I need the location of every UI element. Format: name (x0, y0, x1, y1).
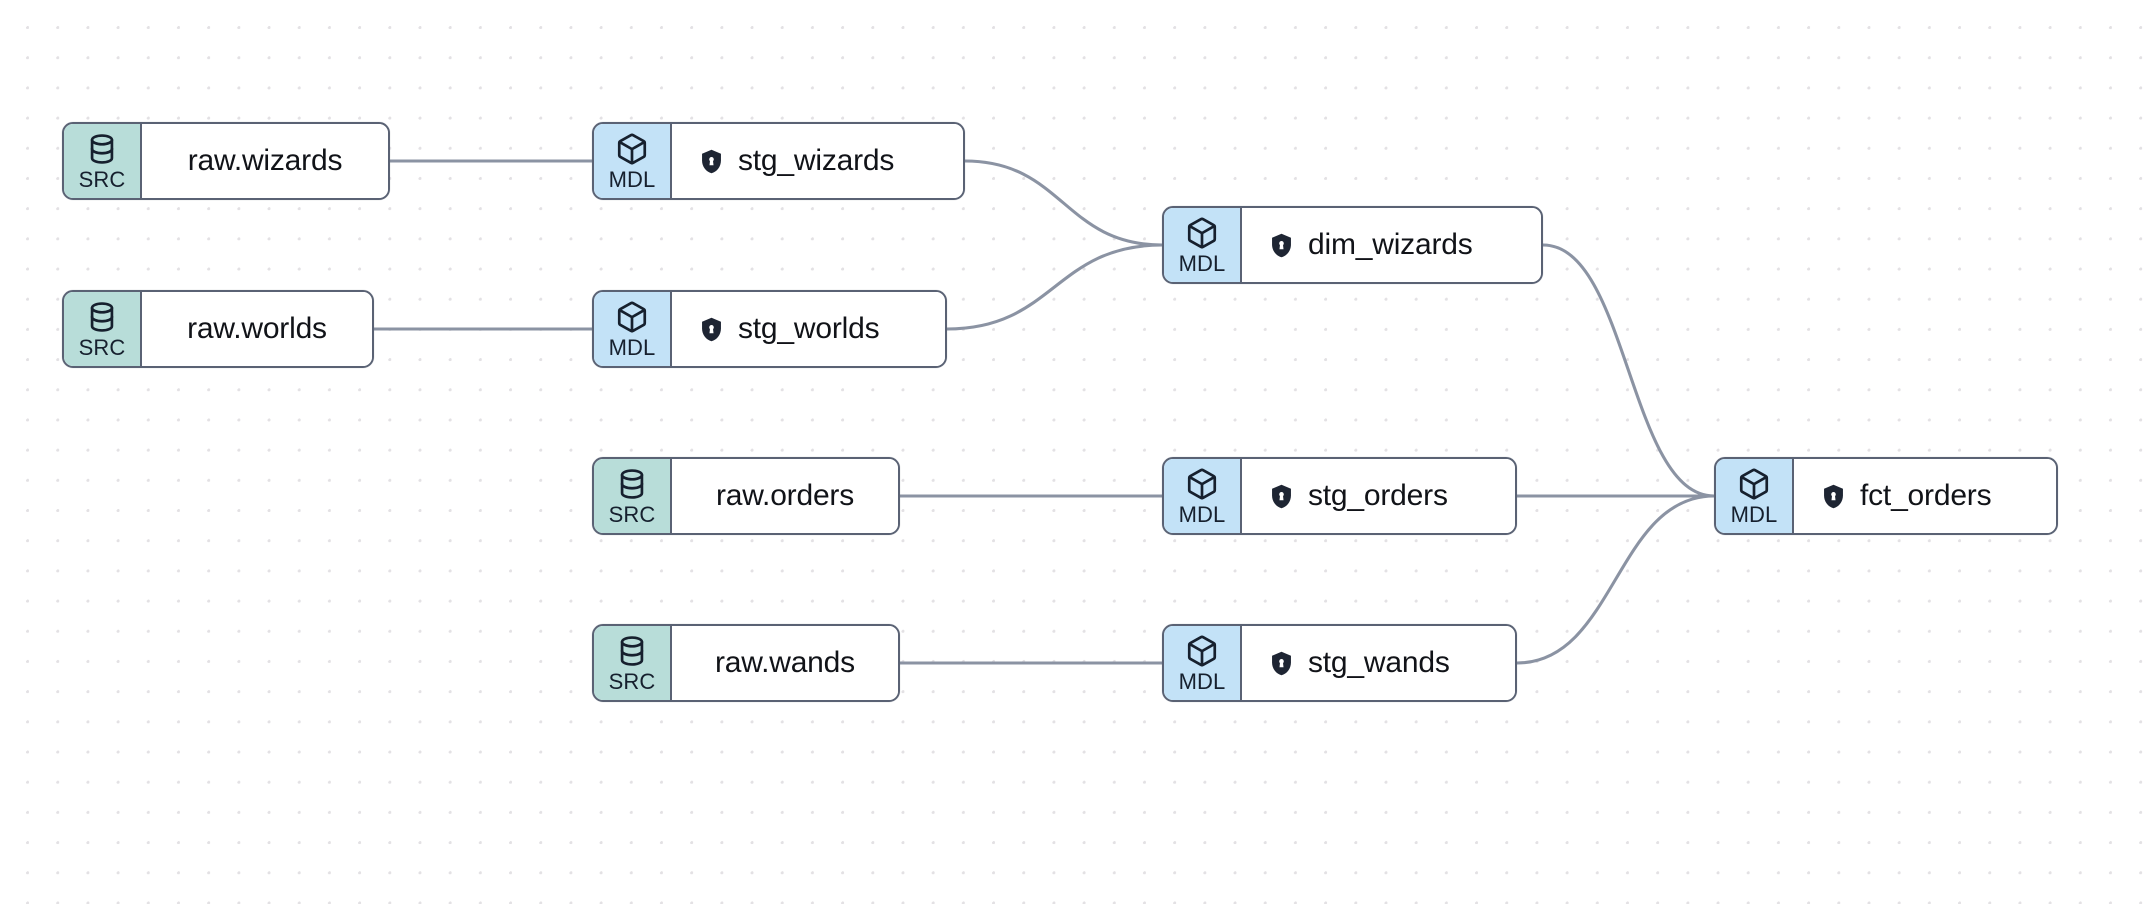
node-body[interactable]: stg_orders (1242, 459, 1515, 533)
node-type-badge: MDL (1164, 208, 1242, 282)
cube-icon (1185, 467, 1219, 501)
cube-icon (1185, 216, 1219, 250)
node-type-badge: MDL (1716, 459, 1794, 533)
shield-lock-icon (698, 316, 725, 343)
lineage-edge-stg_worlds-to-dim_wizards (945, 243, 1164, 331)
lineage-edge-dim_wizards-to-fct_orders (1541, 243, 1716, 498)
node-type-badge: MDL (594, 124, 672, 198)
lineage-node-stg_orders[interactable]: MDL stg_orders (1162, 457, 1517, 535)
node-type-badge: MDL (1164, 459, 1242, 533)
node-type-label: SRC (78, 334, 126, 360)
node-body[interactable]: raw.wands (672, 626, 898, 700)
node-type-badge: SRC (64, 124, 142, 198)
lineage-edge-stg_wands-to-fct_orders (1515, 494, 1716, 665)
node-body[interactable]: raw.wizards (142, 124, 388, 198)
cube-icon (1185, 634, 1219, 668)
lineage-node-stg_wizards[interactable]: MDL stg_wizards (592, 122, 965, 200)
node-type-label: SRC (608, 668, 656, 694)
lineage-node-stg_worlds[interactable]: MDL stg_worlds (592, 290, 947, 368)
cube-icon (615, 300, 649, 334)
node-body[interactable]: stg_wands (1242, 626, 1515, 700)
node-type-label: MDL (1178, 501, 1226, 527)
node-label: stg_worlds (738, 312, 880, 345)
node-type-label: SRC (608, 501, 656, 527)
lineage-node-raw_wizards[interactable]: SRC raw.wizards (62, 122, 390, 200)
node-label: raw.orders (715, 479, 855, 512)
node-body[interactable]: dim_wizards (1242, 208, 1541, 282)
lineage-node-dim_wizards[interactable]: MDL dim_wizards (1162, 206, 1543, 284)
node-label: fct_orders (1860, 479, 1992, 512)
node-label: stg_orders (1308, 479, 1448, 512)
node-type-badge: SRC (594, 626, 672, 700)
lineage-node-stg_wands[interactable]: MDL stg_wands (1162, 624, 1517, 702)
shield-lock-icon (1820, 483, 1847, 510)
lineage-node-raw_worlds[interactable]: SRC raw.worlds (62, 290, 374, 368)
node-type-badge: MDL (594, 292, 672, 366)
node-body[interactable]: stg_worlds (672, 292, 945, 366)
node-body[interactable]: raw.worlds (142, 292, 372, 366)
database-icon (85, 132, 119, 166)
cube-icon (1737, 467, 1771, 501)
node-type-label: MDL (1178, 668, 1226, 694)
node-type-label: MDL (608, 334, 656, 360)
node-body[interactable]: raw.orders (672, 459, 898, 533)
node-type-label: MDL (1730, 501, 1778, 527)
database-icon (85, 300, 119, 334)
node-label: raw.wizards (187, 144, 343, 177)
shield-lock-icon (1268, 232, 1295, 259)
lineage-node-fct_orders[interactable]: MDL fct_orders (1714, 457, 2058, 535)
node-type-badge: SRC (64, 292, 142, 366)
node-type-badge: SRC (594, 459, 672, 533)
shield-lock-icon (1268, 650, 1295, 677)
node-label: stg_wizards (738, 144, 895, 177)
cube-icon (615, 132, 649, 166)
node-type-label: SRC (78, 166, 126, 192)
node-body[interactable]: fct_orders (1794, 459, 2056, 533)
database-icon (615, 467, 649, 501)
node-label: stg_wands (1308, 646, 1450, 679)
node-label: dim_wizards (1308, 228, 1473, 261)
lineage-edge-stg_wizards-to-dim_wizards (963, 159, 1164, 247)
node-type-label: MDL (608, 166, 656, 192)
shield-lock-icon (1268, 483, 1295, 510)
node-body[interactable]: stg_wizards (672, 124, 963, 198)
lineage-node-raw_wands[interactable]: SRC raw.wands (592, 624, 900, 702)
lineage-node-raw_orders[interactable]: SRC raw.orders (592, 457, 900, 535)
node-label: raw.worlds (187, 312, 327, 345)
database-icon (615, 634, 649, 668)
shield-lock-icon (698, 148, 725, 175)
node-label: raw.wands (715, 646, 855, 679)
node-type-label: MDL (1178, 250, 1226, 276)
node-type-badge: MDL (1164, 626, 1242, 700)
